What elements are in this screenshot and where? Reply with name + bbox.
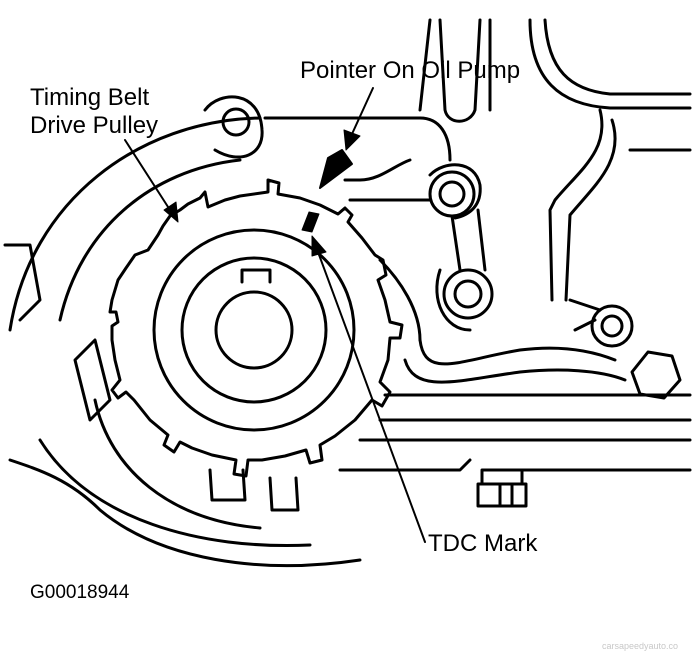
arrow-pointer	[343, 129, 361, 151]
oil-pump-housing	[3, 116, 362, 568]
timing-belt-drive-pulley	[108, 178, 404, 478]
leader-timing-belt	[124, 139, 171, 211]
figure-id: G00018944	[30, 582, 130, 603]
casting-ribs	[338, 158, 692, 472]
watermark: carsapeedyauto.co	[601, 641, 678, 651]
oil-pump-pointer	[319, 149, 353, 189]
casting-upper-right	[263, 18, 692, 302]
leader-pointer	[351, 87, 374, 135]
label-timing-belt-drive-pulley: Timing Belt Drive Pulley	[30, 84, 158, 140]
tdc-mark	[301, 211, 320, 233]
label-timing-line-2: Drive Pulley	[30, 112, 159, 139]
arrow-timing-belt	[163, 201, 179, 223]
leader-lines	[124, 87, 426, 543]
label-timing-line-1: Timing Belt	[30, 84, 150, 111]
hex-bolt-right	[630, 350, 682, 400]
nut-bottom	[476, 468, 528, 508]
label-tdc-mark: TDC Mark	[428, 530, 538, 557]
arrow-tdc	[311, 235, 327, 257]
bolt-bosses-right	[428, 163, 634, 348]
pulley-keyway	[240, 268, 272, 284]
bolt-boss-top-left	[203, 95, 264, 159]
leader-arrowheads	[163, 129, 361, 257]
label-pointer-on-oil-pump: Pointer On Oil Pump	[300, 57, 521, 84]
leader-tdc	[317, 251, 426, 543]
